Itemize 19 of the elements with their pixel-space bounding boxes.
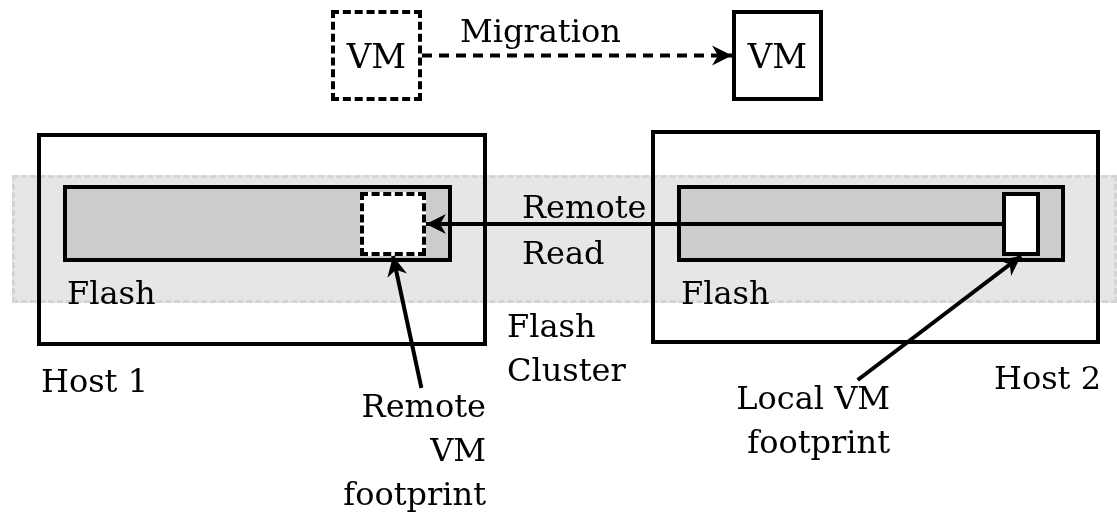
host-label: Host 2 [993, 358, 1101, 399]
vm-label: VM [747, 38, 808, 73]
edge-label: Migration [460, 11, 622, 52]
callout-text: Remote VM footprint [342, 386, 486, 515]
flash-label: Flash [67, 273, 157, 314]
callout-text: Local VM footprint [735, 378, 890, 463]
vm-box [331, 10, 422, 101]
arrow [426, 214, 1002, 234]
edge-label: Remote Read [522, 187, 648, 274]
vm-box [732, 10, 823, 101]
footprint-box [1002, 192, 1040, 256]
arrow [856, 254, 1023, 382]
arrow [387, 255, 424, 389]
arrow [422, 45, 732, 66]
cluster-label: Flash Cluster [507, 306, 627, 391]
footprint-box [360, 192, 426, 256]
host-label: Host 1 [41, 361, 149, 402]
flash-label: Flash [681, 273, 771, 314]
vm-label: VM [346, 38, 407, 73]
